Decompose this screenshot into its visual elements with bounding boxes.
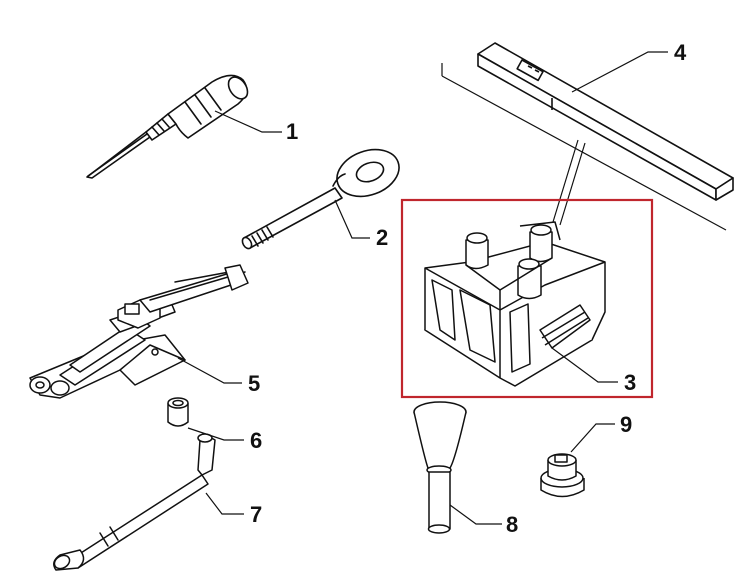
leader-9 [570, 423, 615, 453]
leader-5 [177, 357, 242, 384]
leader-6 [187, 427, 244, 441]
callout-5: 5 [248, 371, 260, 396]
callout-3: 3 [624, 370, 636, 395]
part-1-screwdriver [87, 74, 251, 178]
leader-1 [214, 110, 282, 133]
part-2-towing-eye [241, 141, 406, 250]
part-5-scissor-jack [30, 265, 248, 398]
part-6-socket [168, 398, 188, 426]
callout-4: 4 [674, 40, 687, 65]
part-3-tool-holder [425, 222, 605, 386]
part-8-handle [414, 402, 466, 533]
part-4-tool-bag [478, 43, 733, 200]
callout-8: 8 [506, 512, 518, 537]
leader-lines [177, 51, 668, 525]
callout-2: 2 [376, 225, 388, 250]
leader-2 [334, 199, 370, 239]
leader-3 [551, 347, 618, 383]
callout-1: 1 [286, 119, 298, 144]
leader-4 [571, 51, 668, 93]
part-4-guide-lines [442, 63, 726, 230]
part-7-wheel-brace [52, 434, 215, 571]
callout-6: 6 [250, 428, 262, 453]
leader-8 [449, 504, 502, 525]
part-9-bushing [541, 454, 584, 497]
callout-7: 7 [250, 502, 262, 527]
highlight-box-part-3 [400, 198, 654, 399]
leader-7 [205, 492, 244, 515]
callout-9: 9 [620, 412, 632, 437]
